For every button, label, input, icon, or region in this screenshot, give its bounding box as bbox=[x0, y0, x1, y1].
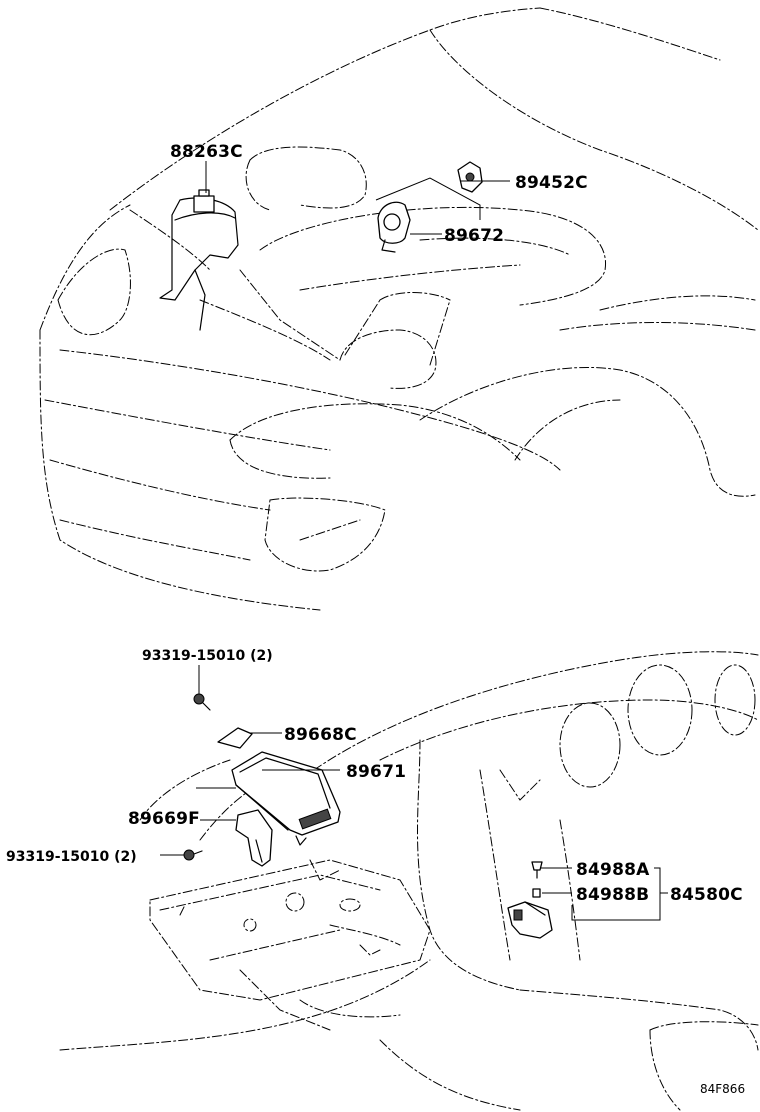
label-84988a: 84988A bbox=[576, 860, 650, 880]
label-84988b: 84988B bbox=[576, 885, 649, 905]
label-89669f: 89669F bbox=[128, 809, 200, 829]
ecu-89671 bbox=[231, 751, 341, 846]
connector-89452c bbox=[457, 161, 483, 193]
label-88263c: 88263C bbox=[170, 142, 243, 162]
sensor-89672 bbox=[377, 201, 411, 253]
bolt-93319-bottom bbox=[183, 849, 203, 861]
washer-tank bbox=[159, 197, 239, 331]
relay-88263c bbox=[193, 189, 215, 213]
pad-84988b bbox=[532, 888, 541, 898]
label-89671: 89671 bbox=[346, 762, 406, 782]
figure-code: 84F866 bbox=[700, 1082, 745, 1096]
engine-bay-outline bbox=[39, 7, 759, 611]
sensor-84580c bbox=[507, 901, 553, 939]
label-89672: 89672 bbox=[444, 226, 504, 246]
bracket-89668c bbox=[217, 727, 253, 749]
label-89452c: 89452C bbox=[515, 173, 588, 193]
label-89668c: 89668C bbox=[284, 725, 357, 745]
clip-84988a bbox=[531, 861, 543, 879]
label-84580c: 84580C bbox=[670, 885, 743, 905]
bolt-93319-top bbox=[193, 693, 211, 711]
bracket-89669f bbox=[235, 809, 273, 867]
leader-lines bbox=[160, 161, 668, 921]
label-93319-bottom: 93319-15010 (2) bbox=[6, 849, 137, 865]
cowl-floor-outline bbox=[59, 651, 759, 1111]
label-93319-top: 93319-15010 (2) bbox=[142, 648, 273, 664]
